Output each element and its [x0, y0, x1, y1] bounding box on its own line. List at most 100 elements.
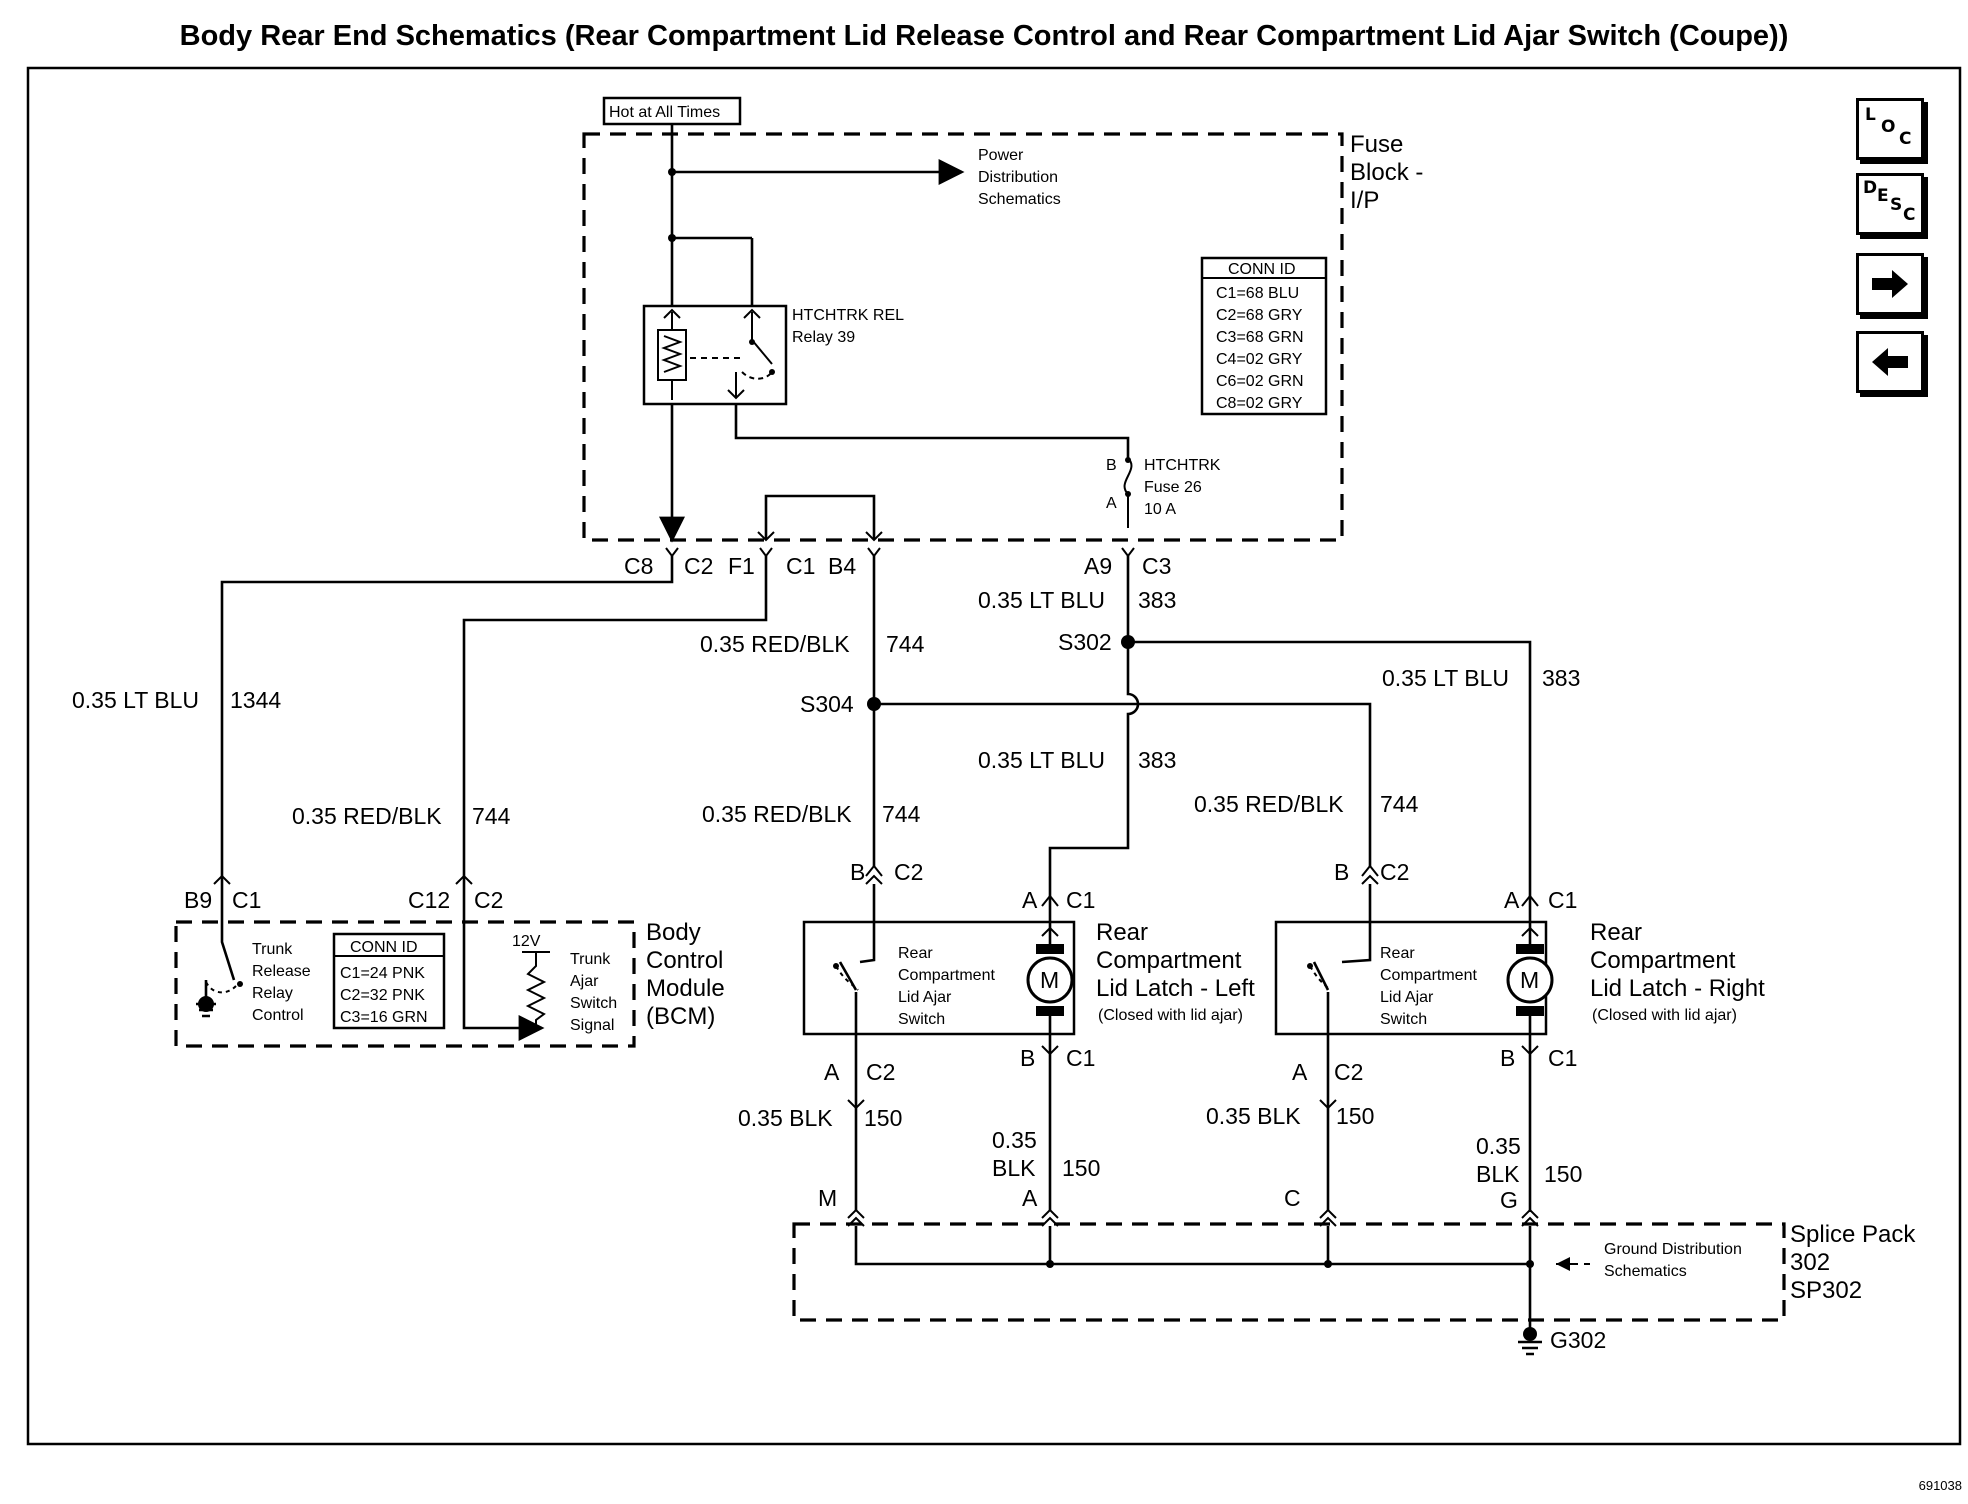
- svg-text:0.35 LT BLU: 0.35 LT BLU: [978, 587, 1105, 613]
- svg-text:0.35 RED/BLK: 0.35 RED/BLK: [1194, 791, 1344, 817]
- fuse-block-conn-id-table: [1200, 256, 1328, 416]
- arrow-left-icon: [1872, 348, 1908, 376]
- svg-text:C1: C1: [1066, 1045, 1095, 1071]
- splice-pack-boundary: [792, 1222, 1786, 1322]
- svg-text:383: 383: [1138, 587, 1176, 613]
- wire-383: [1048, 556, 1140, 896]
- splice-pack-302: M A C G Ground Distribution Schematics S…: [792, 1185, 1922, 1356]
- latch-right-switch-label: Rear Compartment Lid Ajar Switch: [1380, 945, 1481, 1028]
- page-title: Body Rear End Schematics (Rear Compartme…: [179, 20, 1789, 52]
- wire-1344: [220, 556, 674, 876]
- svg-text:C2: C2: [1334, 1059, 1363, 1085]
- splice-pack-title: Splice Pack 302 SP302: [1790, 1221, 1922, 1304]
- svg-text:CONN ID: CONN ID: [1228, 261, 1296, 278]
- body-control-module: B9 C1 C12 C2 Trunk Release Relay Control…: [174, 874, 731, 1048]
- loc-button[interactable]: L O C: [1856, 98, 1924, 160]
- ground-g302-icon: [1518, 1327, 1542, 1356]
- svg-text:A9: A9: [1084, 553, 1112, 579]
- fuse-label: HTCHTRK Fuse 26 10 A: [1144, 457, 1225, 518]
- svg-text:BLK: BLK: [992, 1155, 1036, 1181]
- svg-text:B: B: [1334, 859, 1349, 885]
- svg-text:C1=68 BLU C2=68 GRY: C1=68 BLU C2=68 GRY C3=68 GRN C4=02 GRY …: [1216, 285, 1308, 412]
- relay-label: HTCHTRK REL Relay 39: [792, 307, 908, 346]
- svg-text:S302: S302: [1058, 629, 1112, 655]
- svg-text:C1: C1: [786, 553, 815, 579]
- svg-text:150: 150: [1544, 1161, 1582, 1187]
- desc-button[interactable]: D E S C: [1856, 173, 1924, 235]
- bcm-title: Body Control Module (BCM): [646, 919, 731, 1030]
- hot-at-all-times-label: Hot at All Times: [609, 104, 720, 121]
- svg-text:C2: C2: [474, 887, 503, 913]
- svg-text:C3: C3: [1142, 553, 1171, 579]
- diagram-border: [26, 66, 1962, 1446]
- svg-text:744: 744: [472, 803, 511, 829]
- svg-text:F1: F1: [728, 553, 755, 579]
- svg-text:A: A: [824, 1059, 840, 1085]
- svg-text:0.35: 0.35: [1476, 1133, 1521, 1159]
- wire-744-bcm: [462, 556, 768, 876]
- bcm-ajar-signal-label: Trunk Ajar Switch Signal: [570, 951, 622, 1034]
- svg-text:A: A: [1022, 1185, 1038, 1211]
- latch-right-title: Rear Compartment Lid Latch - Right: [1590, 919, 1765, 1002]
- svg-text:C2: C2: [894, 859, 923, 885]
- latch-left-title: Rear Compartment Lid Latch - Left: [1096, 919, 1255, 1002]
- svg-text:744: 744: [882, 801, 921, 827]
- svg-text:150: 150: [864, 1105, 902, 1131]
- svg-text:0.35 RED/BLK: 0.35 RED/BLK: [702, 801, 852, 827]
- bcm-boundary: [174, 920, 636, 1048]
- forward-button[interactable]: [1856, 253, 1924, 315]
- svg-text:744: 744: [1380, 791, 1419, 817]
- svg-text:C1: C1: [1548, 1045, 1577, 1071]
- svg-text:0.35 BLK: 0.35 BLK: [1206, 1103, 1301, 1129]
- figure-id: 691038: [1918, 1478, 1962, 1493]
- svg-text:C: C: [1284, 1185, 1301, 1211]
- svg-text:S304: S304: [800, 691, 854, 717]
- svg-text:C2: C2: [684, 553, 713, 579]
- svg-text:M: M: [818, 1185, 837, 1211]
- svg-text:C8: C8: [624, 553, 653, 579]
- svg-text:0.35 LT BLU: 0.35 LT BLU: [978, 747, 1105, 773]
- svg-text:A: A: [1106, 495, 1117, 512]
- latch-right: B C2 A C1 A C2 B C1 Rear Compartment Lid…: [1274, 859, 1765, 1212]
- svg-text:150: 150: [1062, 1155, 1100, 1181]
- fuse-block-boundary: [582, 132, 1344, 542]
- svg-text:383: 383: [1138, 747, 1176, 773]
- latch-left-switch-label: Rear Compartment Lid Ajar Switch: [898, 945, 999, 1028]
- svg-text:A: A: [1292, 1059, 1308, 1085]
- svg-text:C1: C1: [232, 887, 261, 913]
- svg-text:150: 150: [1336, 1103, 1374, 1129]
- svg-text:C2: C2: [1380, 859, 1409, 885]
- svg-text:B9: B9: [184, 887, 212, 913]
- svg-text:1344: 1344: [230, 687, 281, 713]
- power-distribution-label: Power Distribution Schematics: [978, 147, 1062, 208]
- svg-text:C1: C1: [1066, 887, 1095, 913]
- svg-text:C2: C2: [866, 1059, 895, 1085]
- svg-text:B: B: [850, 859, 865, 885]
- svg-text:(Closed with lid ajar): (Closed with lid ajar): [1592, 1007, 1737, 1024]
- svg-text:0.35 BLK: 0.35 BLK: [738, 1105, 833, 1131]
- back-button[interactable]: [1856, 331, 1924, 393]
- relay-39: [642, 304, 788, 406]
- fuse-block-title: Fuse Block - I/P: [1350, 131, 1430, 214]
- svg-text:0.35 RED/BLK: 0.35 RED/BLK: [292, 803, 442, 829]
- wiring: 0.35 LT BLU 1344 0.35 RED/BLK 744 0.35 R…: [72, 556, 1580, 896]
- svg-text:0.35 RED/BLK: 0.35 RED/BLK: [700, 631, 850, 657]
- bcm-relay-control-label: Trunk Release Relay Control: [252, 941, 315, 1024]
- svg-text:A: A: [1022, 887, 1038, 913]
- svg-text:M: M: [1040, 967, 1059, 993]
- svg-text:B: B: [1020, 1045, 1035, 1071]
- svg-text:0.35 LT BLU: 0.35 LT BLU: [1382, 665, 1509, 691]
- svg-text:B: B: [1106, 457, 1117, 474]
- svg-text:CONN ID: CONN ID: [350, 939, 418, 956]
- svg-text:(Closed with lid ajar): (Closed with lid ajar): [1098, 1007, 1243, 1024]
- svg-text:B4: B4: [828, 553, 856, 579]
- svg-text:G: G: [1500, 1187, 1518, 1213]
- svg-text:0.35: 0.35: [992, 1127, 1037, 1153]
- svg-text:744: 744: [886, 631, 925, 657]
- ground-wires: 0.35 BLK 150 0.35 BLK 150 0.35 BLK 150 0…: [738, 1088, 1582, 1210]
- svg-text:B: B: [1500, 1045, 1515, 1071]
- svg-text:C1: C1: [1548, 887, 1577, 913]
- svg-text:BLK: BLK: [1476, 1161, 1520, 1187]
- svg-text:C12: C12: [408, 887, 450, 913]
